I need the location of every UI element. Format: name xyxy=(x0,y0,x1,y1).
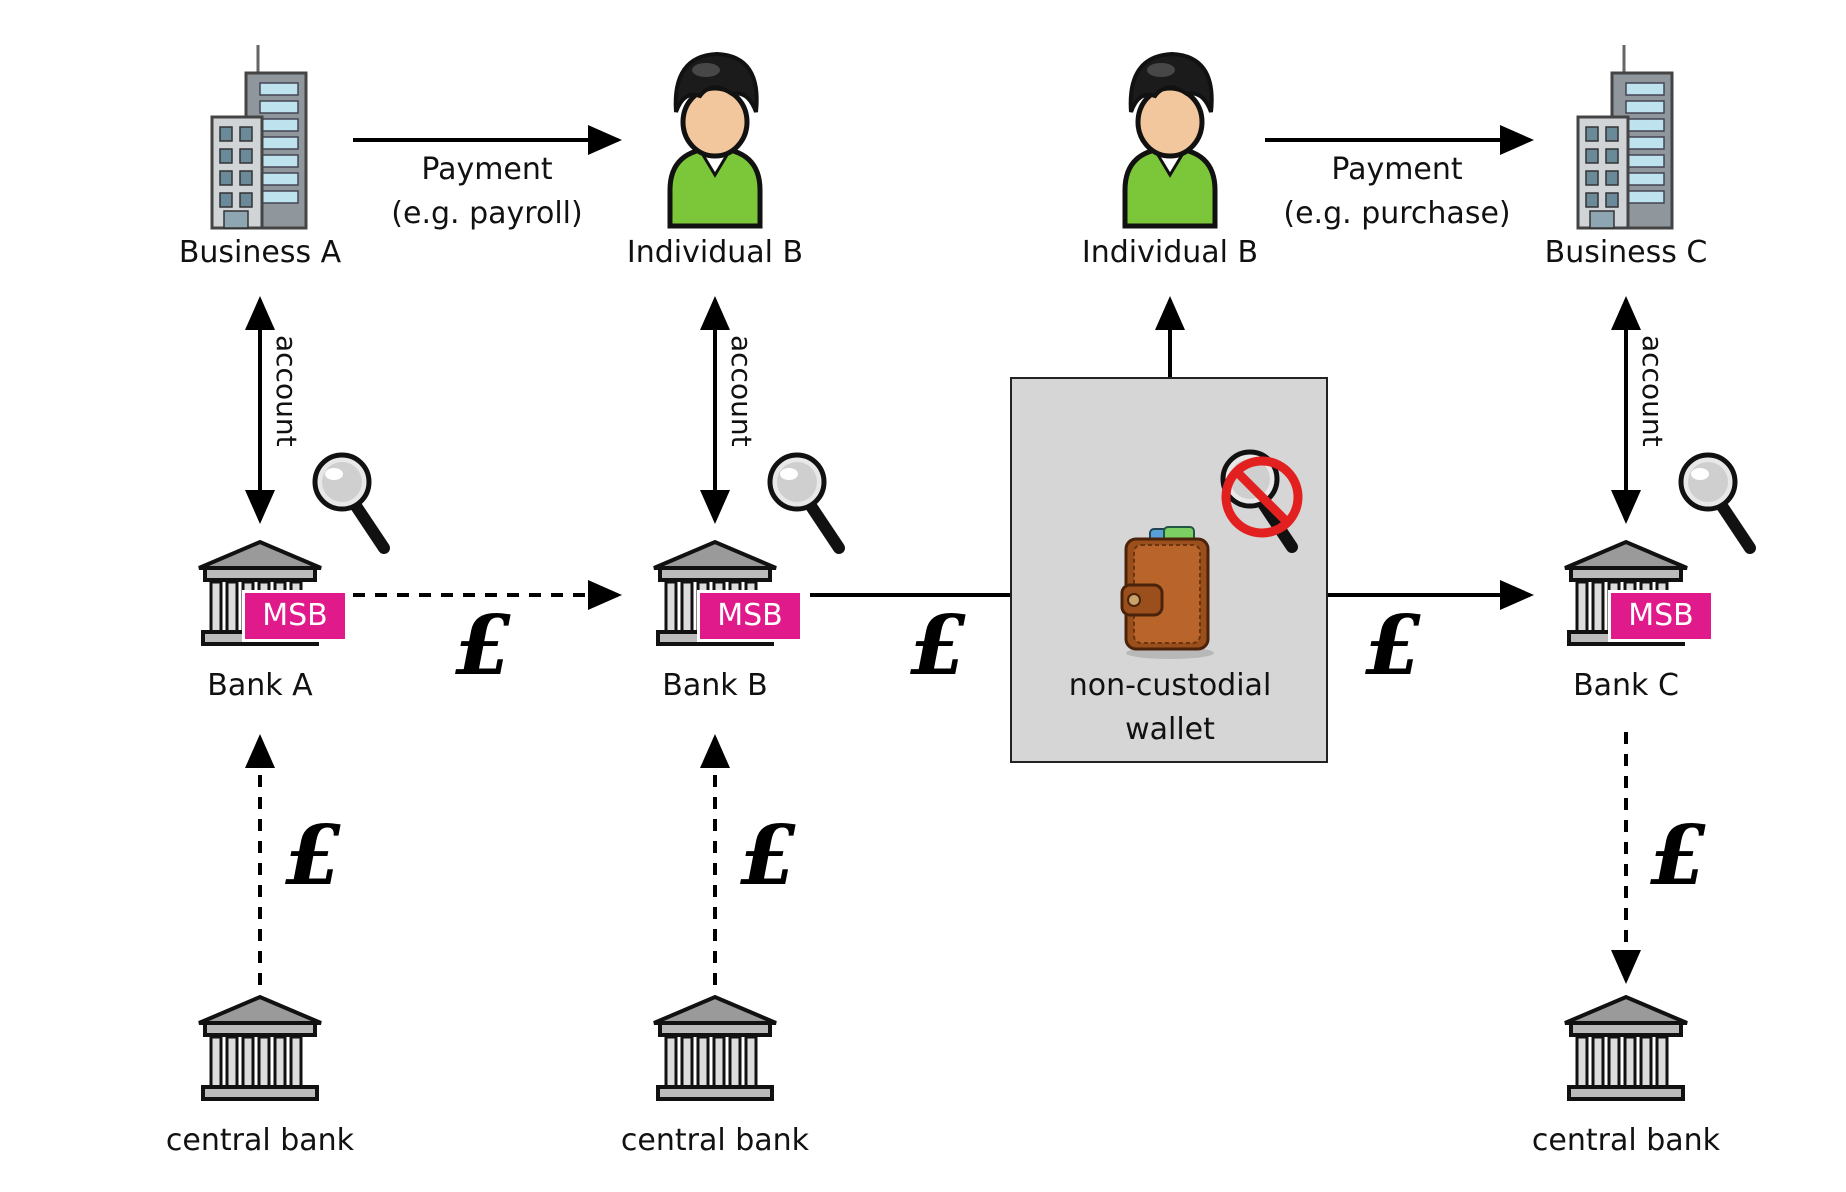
label-bank-c: Bank C xyxy=(1573,668,1679,703)
label-account-b: account xyxy=(725,335,758,447)
office-building-icon xyxy=(210,45,308,230)
label-individual-b-left: Individual B xyxy=(626,235,804,270)
label-wallet-line2: wallet xyxy=(1125,712,1215,747)
magnifying-glass-icon xyxy=(312,452,390,554)
label-business-c: Business C xyxy=(1544,235,1708,270)
wallet-icon xyxy=(1120,526,1214,659)
label-payment-1-line2: (e.g. payroll) xyxy=(391,196,583,231)
bank-building-icon xyxy=(1564,994,1688,1101)
pound-symbol: £ xyxy=(740,808,798,904)
msb-badge: MSB xyxy=(697,590,803,642)
pound-symbol: £ xyxy=(285,808,343,904)
label-central-bank-a: central bank xyxy=(165,1123,355,1158)
label-central-bank-c: central bank xyxy=(1531,1123,1721,1158)
label-payment-2-line1: Payment xyxy=(1331,152,1463,187)
label-central-bank-b: central bank xyxy=(620,1123,810,1158)
label-payment-1-line1: Payment xyxy=(421,152,553,187)
pound-symbol: £ xyxy=(1365,598,1423,694)
label-account-a: account xyxy=(270,335,303,447)
label-account-c: account xyxy=(1636,335,1669,447)
label-payment-2-line2: (e.g. purchase) xyxy=(1283,196,1511,231)
msb-badge: MSB xyxy=(242,590,348,642)
person-icon xyxy=(667,51,763,229)
person-icon xyxy=(1122,51,1218,229)
magnifying-glass-icon xyxy=(767,452,845,554)
label-business-a: Business A xyxy=(178,235,342,270)
msb-badge: MSB xyxy=(1608,590,1714,642)
magnifying-glass-icon xyxy=(1678,452,1756,554)
label-bank-a: Bank A xyxy=(207,668,313,703)
bank-building-icon xyxy=(653,994,777,1101)
pound-symbol: £ xyxy=(1650,808,1708,904)
label-bank-b: Bank B xyxy=(662,668,768,703)
bank-building-icon xyxy=(198,994,322,1101)
no-magnifier-icon xyxy=(1220,449,1303,553)
office-building-icon xyxy=(1576,45,1674,230)
label-wallet-line1: non-custodial xyxy=(1068,668,1272,703)
label-individual-b-right: Individual B xyxy=(1081,235,1259,270)
pound-symbol: £ xyxy=(455,598,513,694)
pound-symbol: £ xyxy=(910,598,968,694)
